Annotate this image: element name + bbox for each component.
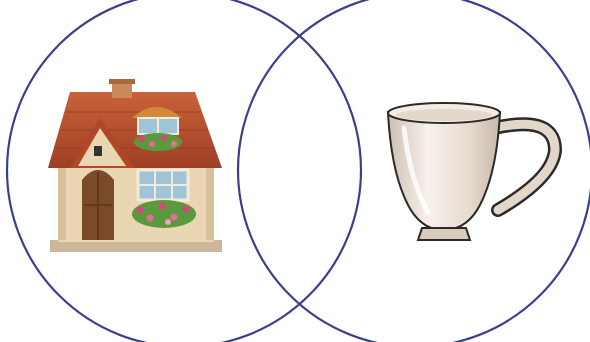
cottage-house-icon [48, 79, 222, 252]
teacup-icon [388, 103, 555, 240]
